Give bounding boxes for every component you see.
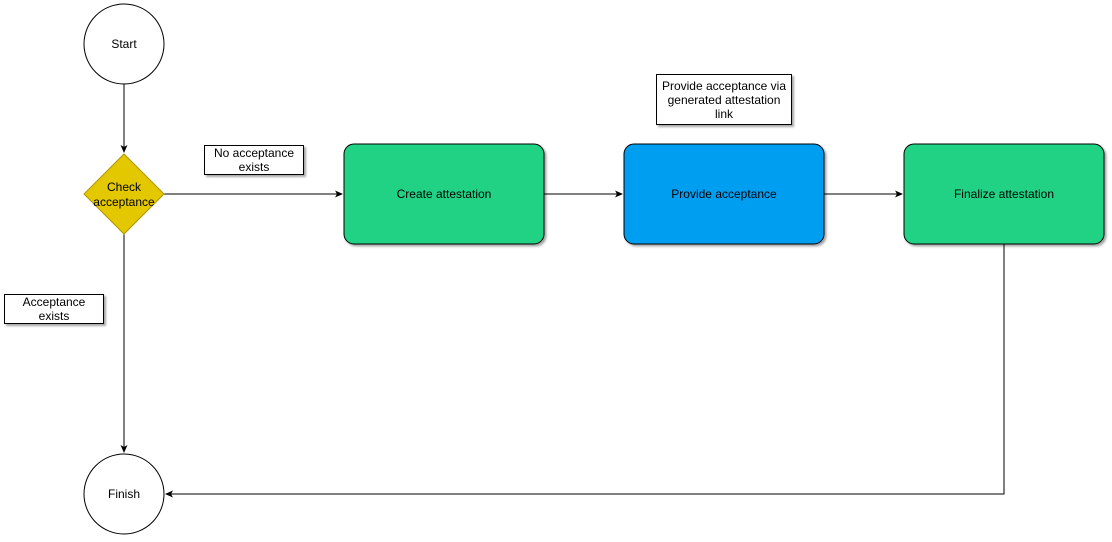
provide-acceptance-label: Provide acceptance bbox=[671, 187, 777, 201]
check-acceptance-decision[interactable]: Check acceptance bbox=[83, 153, 165, 235]
check-label-line1: Check bbox=[107, 180, 142, 194]
note-no-acceptance-line1: No acceptance bbox=[213, 146, 295, 160]
finish-node[interactable]: Finish bbox=[83, 453, 165, 535]
decision-diamond bbox=[83, 153, 165, 235]
edge-finalize-to-finish bbox=[165, 244, 1005, 498]
start-node[interactable]: Start bbox=[83, 3, 165, 85]
note-provide-via-link-line1: Provide acceptance via bbox=[661, 78, 787, 93]
start-label: Start bbox=[111, 37, 137, 51]
note-no-acceptance-line2: exists bbox=[238, 160, 270, 174]
note-provide-via-link-line3: link bbox=[714, 106, 733, 121]
finalize-attestation-label: Finalize attestation bbox=[954, 187, 1054, 201]
finalize-attestation-node[interactable]: Finalize attestation bbox=[903, 143, 1105, 245]
check-label-line2: acceptance bbox=[93, 195, 155, 209]
note-acceptance-exists-line1: Acceptance exists bbox=[22, 295, 86, 323]
note-no-acceptance-exists: No acceptance exists bbox=[204, 145, 304, 175]
note-provide-via-link: Provide acceptance via generated attesta… bbox=[656, 74, 792, 125]
create-attestation-node[interactable]: Create attestation bbox=[343, 143, 545, 245]
note-acceptance-exists: Acceptance exists bbox=[4, 294, 104, 324]
note-provide-via-link-line2: generated attestation bbox=[667, 92, 781, 107]
create-attestation-label: Create attestation bbox=[397, 187, 492, 201]
finish-label: Finish bbox=[108, 487, 140, 501]
provide-acceptance-node[interactable]: Provide acceptance bbox=[623, 143, 825, 245]
